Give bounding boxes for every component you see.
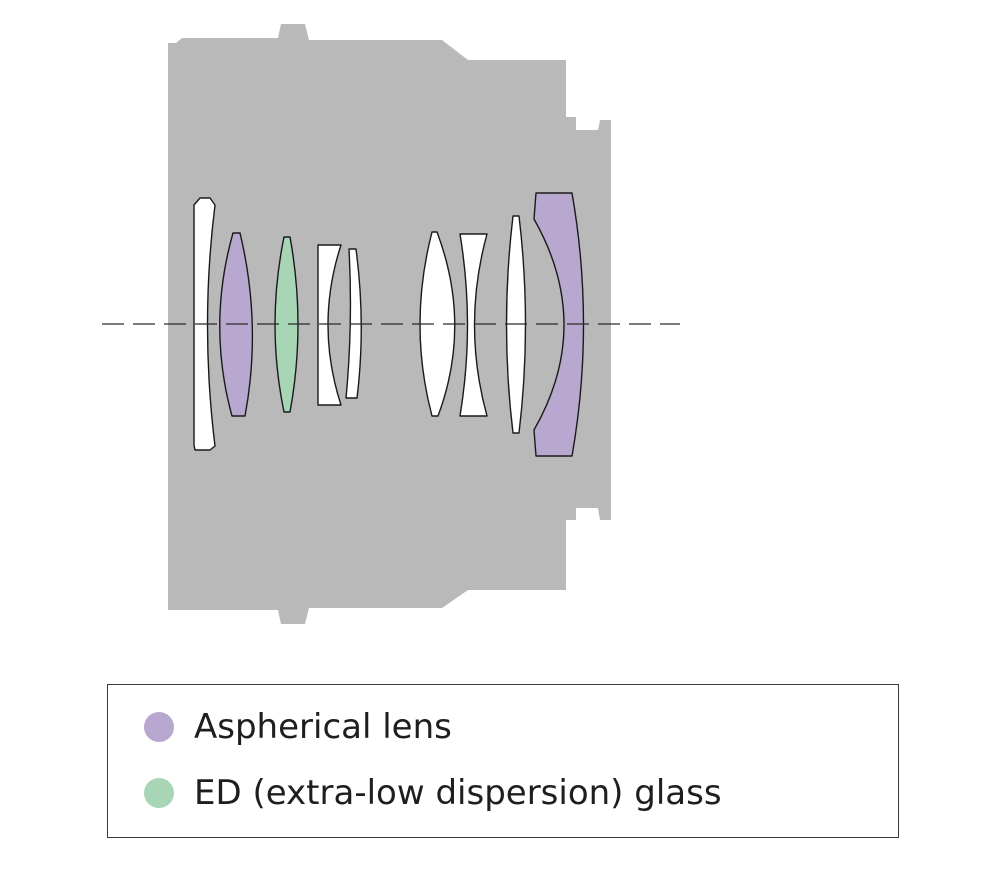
lens-element-4 (317, 244, 342, 406)
legend-label-aspherical: Aspherical lens (194, 707, 452, 747)
lens-construction-diagram (102, 24, 680, 624)
lens-element-9 (533, 192, 585, 457)
legend: Aspherical lens ED (extra-low dispersion… (107, 684, 899, 838)
legend-label-ed: ED (extra-low dispersion) glass (194, 773, 722, 813)
lens-element-3 (274, 236, 299, 413)
lens-element-7 (459, 233, 488, 417)
lens-element-6 (419, 231, 456, 417)
legend-item-aspherical: Aspherical lens (144, 707, 452, 747)
aspherical-swatch-icon (144, 712, 174, 742)
legend-item-ed: ED (extra-low dispersion) glass (144, 773, 722, 813)
ed-swatch-icon (144, 778, 174, 808)
